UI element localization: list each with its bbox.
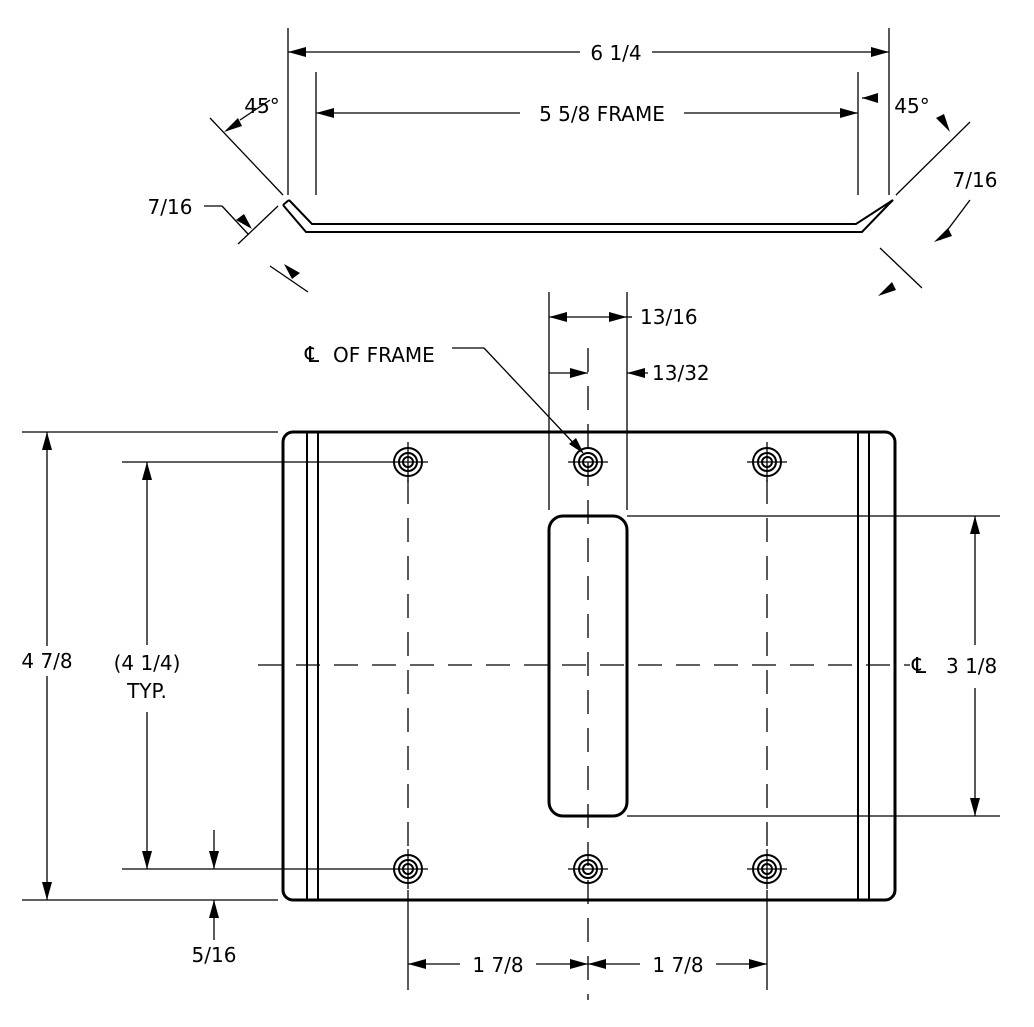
hole-top-right <box>747 442 787 482</box>
dim-hole-spacing-vertical: (4 1/4) TYP. <box>114 461 388 870</box>
slot-half-label: 13/32 <box>652 361 710 385</box>
profile-outline-inner <box>288 199 894 225</box>
hole-spacing-v-label: (4 1/4) <box>114 651 181 675</box>
dim-slot-height: ℄ 3 1/8 <box>627 515 1000 817</box>
dim-flange-right: 7/16 <box>878 168 997 296</box>
dim-frame-width: 5 5/8 FRAME <box>316 102 858 126</box>
dim-angle-left: 45° <box>209 94 284 196</box>
dim-edge-offset: 5/16 <box>192 830 237 967</box>
centerline-symbol-top: ℄ <box>304 343 320 368</box>
centerline-symbol-right: ℄ <box>911 654 927 679</box>
frame-center-label: OF FRAME <box>333 343 435 367</box>
hole-top-center <box>568 447 608 477</box>
dim-overall-width: 6 1/4 <box>288 41 889 65</box>
slot-width-label: 13/16 <box>640 305 698 329</box>
dim-flange-left: 7/16 <box>148 195 309 293</box>
slot-height-label: 3 1/8 <box>946 654 997 678</box>
overall-width-label: 6 1/4 <box>590 41 641 65</box>
plan-view: ℄ OF FRAME 13/16 13/32 <box>12 292 1000 1000</box>
dim-slot-width: 13/16 <box>548 292 698 510</box>
dim-angle-right: 45° <box>862 93 971 196</box>
centerline-of-frame-note: ℄ OF FRAME <box>304 343 584 454</box>
angle-right-label: 45° <box>894 94 929 118</box>
angle-left-label: 45° <box>244 94 279 118</box>
dim-hole-spacing-horizontal: 1 7/8 1 7/8 <box>407 890 768 990</box>
hole-bottom-right <box>747 849 787 889</box>
side-profile-view: 6 1/4 5 5/8 FRAME 45° 45° <box>148 28 997 296</box>
hole-top-left <box>388 442 428 482</box>
dim-overall-height: 4 7/8 <box>12 431 278 901</box>
hole-bottom-center <box>568 854 608 884</box>
frame-width-label: 5 5/8 FRAME <box>539 102 665 126</box>
plate-outline <box>281 430 897 902</box>
overall-height-label: 4 7/8 <box>21 649 72 673</box>
flange-right-label: 7/16 <box>953 168 998 192</box>
flange-left-label: 7/16 <box>148 195 193 219</box>
hole-bottom-left <box>388 849 428 889</box>
hole-spacing-v-note: TYP. <box>126 679 167 703</box>
dim-slot-half: 13/32 <box>549 361 710 385</box>
profile-outline-outer <box>282 204 889 233</box>
edge-offset-label: 5/16 <box>192 943 237 967</box>
hole-spacing-h-left-label: 1 7/8 <box>472 953 523 977</box>
hole-spacing-h-right-label: 1 7/8 <box>652 953 703 977</box>
